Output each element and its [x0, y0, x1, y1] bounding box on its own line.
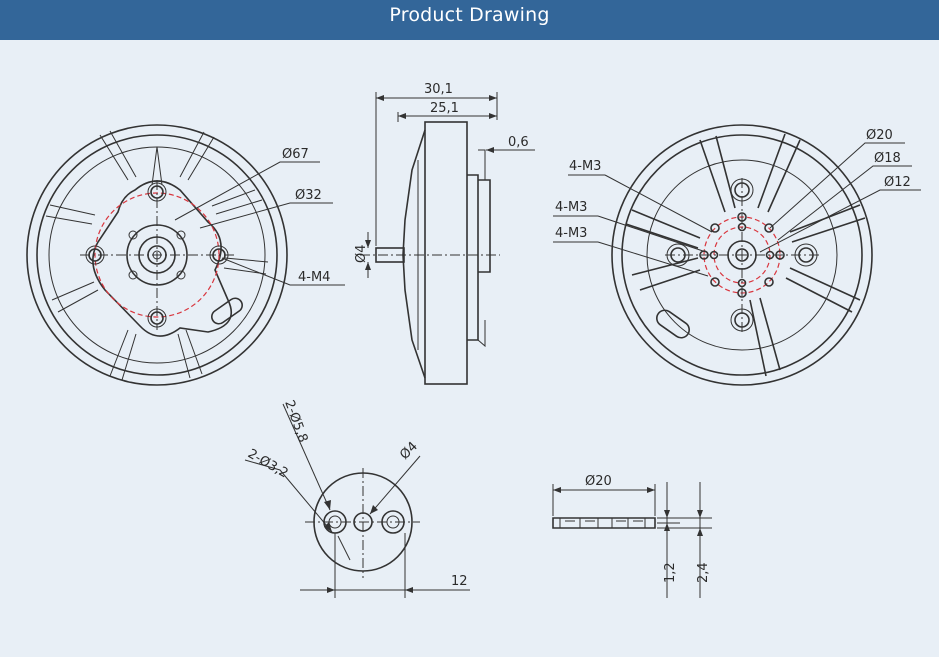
- front-holes-label: 4-M4: [298, 270, 330, 285]
- side-body-length-label: 25,1: [430, 101, 459, 116]
- side-total-length-label: 30,1: [424, 82, 453, 97]
- rear-d18-label: Ø18: [874, 151, 901, 166]
- adapter-spacing-label: 12: [451, 574, 468, 589]
- washer-thickness-a-label: 1,2: [663, 562, 678, 583]
- technical-drawing: Ø67 Ø32 4-M4 30,1 25,1 0,6 Ø4: [0, 40, 939, 653]
- rear-d20-label: Ø20: [866, 128, 893, 143]
- rear-view: 4-M3 4-M3 4-M3 Ø20 Ø18 Ø12: [553, 124, 921, 386]
- side-view: 30,1 25,1 0,6 Ø4: [354, 82, 535, 385]
- prop-adapter-view: 12 2-Ø5,8 2-Ø3,2 Ø4: [244, 398, 470, 598]
- adapter-large-holes-label: 2-Ø5,8: [281, 398, 310, 444]
- front-d67-label: Ø67: [282, 147, 309, 162]
- washer-thickness-b-label: 2,4: [696, 562, 711, 583]
- rear-holes-b-label: 4-M3: [555, 200, 587, 215]
- side-shaft-label: Ø4: [354, 244, 369, 263]
- side-gap-label: 0,6: [508, 135, 529, 150]
- front-view: Ø67 Ø32 4-M4: [26, 124, 345, 386]
- rear-holes-a-label: 4-M3: [569, 159, 601, 174]
- washer-view: Ø20 1,2 2,4: [552, 474, 712, 598]
- adapter-small-holes-label: 2-Ø3,2: [245, 446, 290, 481]
- washer-diameter-label: Ø20: [585, 474, 612, 489]
- page-title: Product Drawing: [389, 4, 550, 26]
- front-d32-label: Ø32: [295, 188, 322, 203]
- drawing-canvas: Ø67 Ø32 4-M4 30,1 25,1 0,6 Ø4: [26, 82, 921, 598]
- rear-holes-c-label: 4-M3: [555, 226, 587, 241]
- rear-d12-label: Ø12: [884, 175, 911, 190]
- header-bar: Product Drawing: [0, 0, 939, 40]
